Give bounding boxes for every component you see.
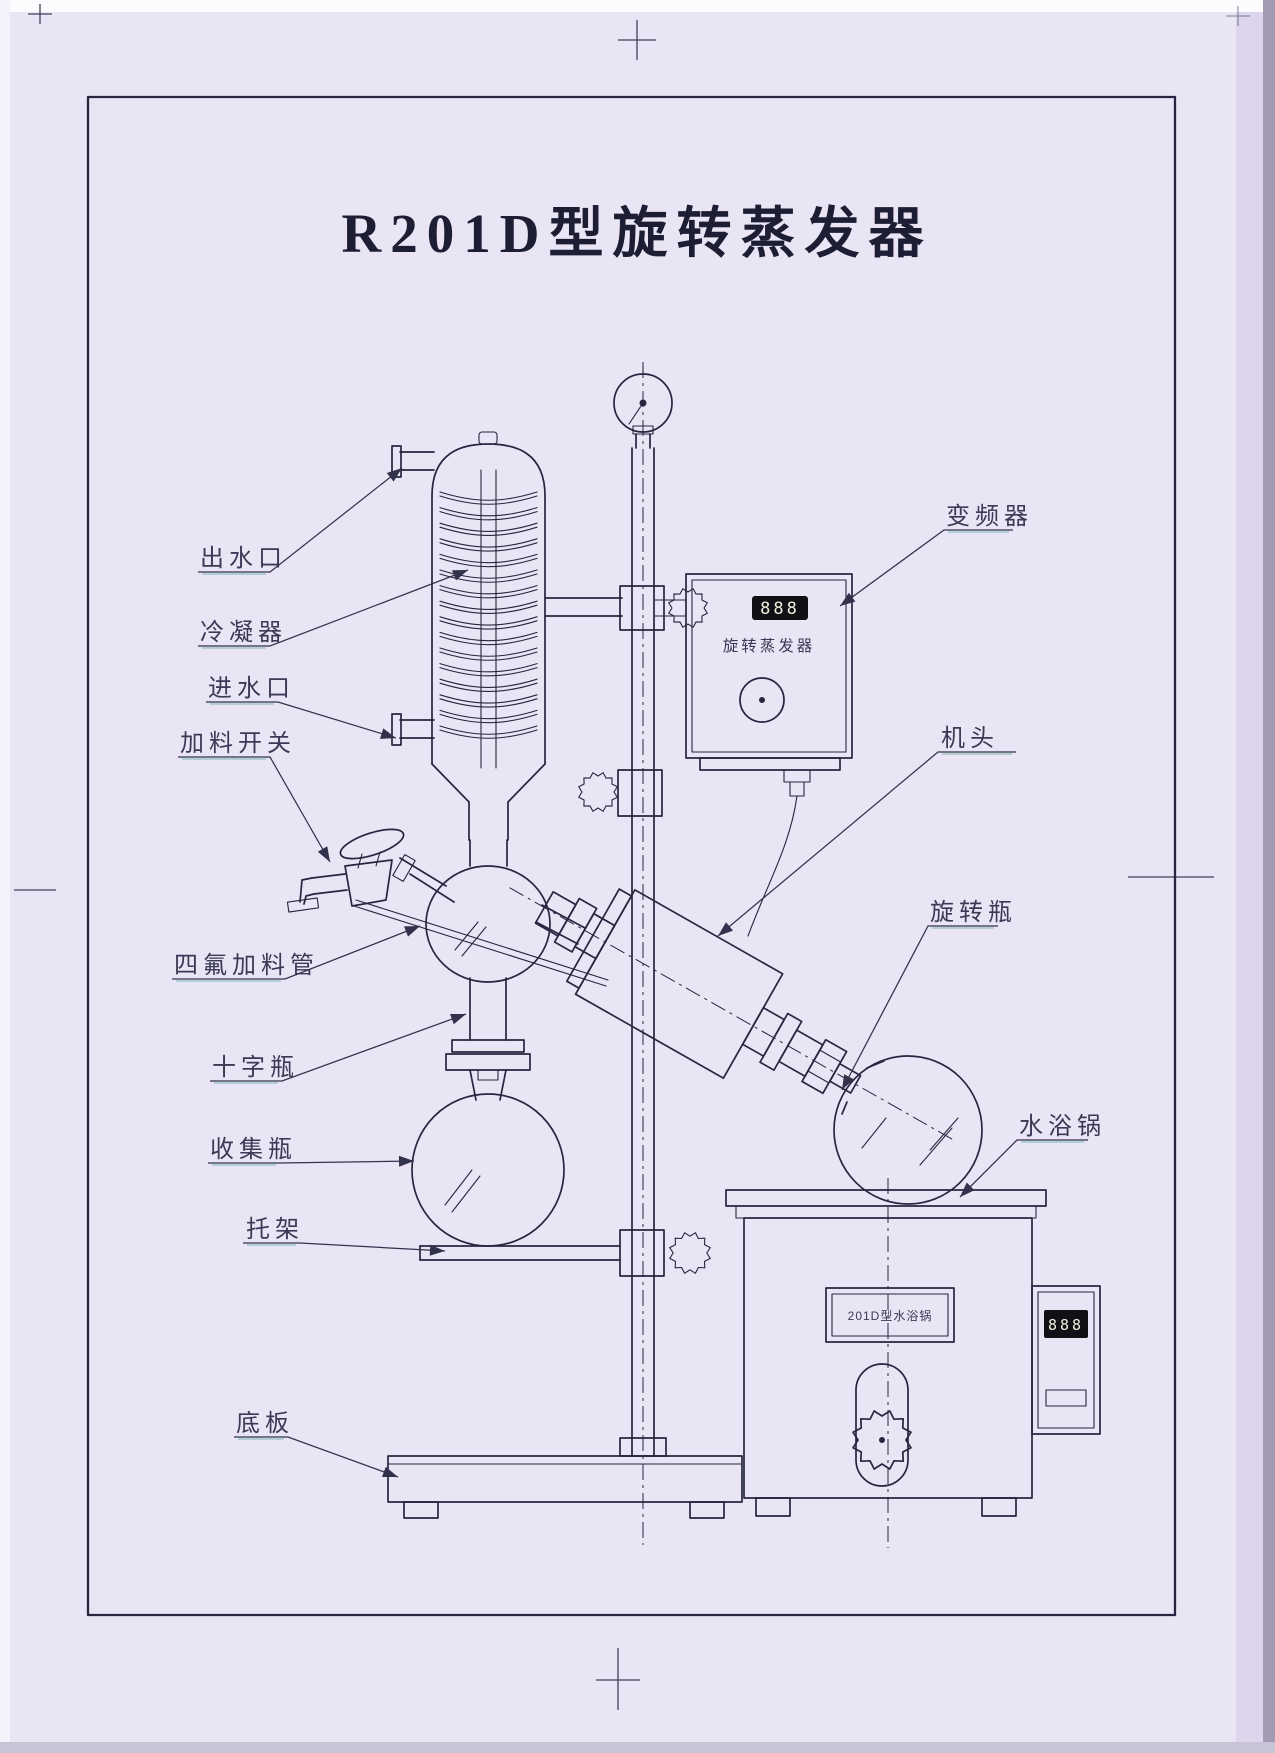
bath-name-plate (825, 1287, 955, 1343)
power-cable (747, 795, 798, 937)
bath-knob-icon (852, 1410, 912, 1470)
leader-arrow (380, 728, 396, 739)
inverter-display (752, 596, 808, 620)
inverter-display-digits: 888 (760, 599, 800, 619)
leader-arrow (404, 926, 420, 937)
machine-head (509, 887, 954, 1141)
label-feed-switch: 加料开关 (180, 730, 296, 757)
label-base-plate: 底板 (236, 1410, 294, 1437)
page-fold-shade (1236, 0, 1266, 1753)
inverter-knob (739, 677, 785, 723)
label-water-bath: 水浴锅 (1019, 1113, 1106, 1140)
condenser-coil (391, 431, 546, 841)
bath-plate-text: 201D型水浴锅 (848, 1308, 933, 1323)
bath-knob-slot (855, 1363, 909, 1487)
leader-arrow (718, 922, 733, 936)
callout-labels: 出水口 冷凝器 进水口 加料开关 四氟加料管 十字瓶 收集瓶 托架 底板 变频器… (172, 467, 1106, 1478)
leader-arrow (452, 570, 468, 581)
page-title: R201D型旋转蒸发器 (342, 203, 933, 264)
inverter-control-box: 888 旋转蒸发器 (685, 573, 853, 937)
scan-edge-top (0, 0, 1275, 12)
label-inverter: 变频器 (946, 503, 1033, 530)
clamp-knob-icon (669, 1232, 711, 1274)
scan-edge-bottom (0, 1742, 1275, 1753)
ptfe-feed-tube (353, 899, 609, 987)
inverter-device-name: 旋转蒸发器 (723, 637, 816, 655)
rotary-flask (833, 1055, 983, 1205)
leader-arrow (960, 1182, 975, 1197)
bath-controller (1031, 1285, 1101, 1435)
label-ptfe-feed-tube: 四氟加料管 (174, 952, 319, 979)
label-collect-flask: 收集瓶 (210, 1136, 297, 1163)
bath-display-digits: 888 (1048, 1316, 1084, 1334)
pressure-gauge (613, 365, 673, 449)
label-inlet: 进水口 (208, 675, 295, 702)
leader-arrow (382, 1466, 398, 1477)
feed-valve (286, 828, 416, 913)
leader-arrow (398, 1155, 414, 1167)
leader-arrow (386, 468, 402, 482)
coil-spiral (439, 491, 538, 739)
flask-bracket (419, 1229, 711, 1277)
drawing-frame (86, 95, 1177, 1617)
label-head: 机头 (941, 725, 999, 752)
clamp-knob-icon (668, 588, 708, 628)
leader-arrow (842, 1074, 854, 1090)
base-plate (387, 1455, 743, 1519)
label-condenser: 冷凝器 (200, 619, 287, 646)
label-bracket: 托架 (246, 1216, 304, 1243)
registration-marks (14, 4, 1250, 1710)
label-cross-bottle: 十字瓶 (212, 1054, 299, 1081)
leader-arrow (450, 1014, 466, 1025)
scan-edge-right (1263, 0, 1275, 1753)
cross-bottle (399, 839, 586, 1081)
label-rotary-flask: 旋转瓶 (930, 899, 1017, 926)
scan-edge-left (0, 0, 10, 1753)
clamp-knob-icon (578, 772, 618, 812)
water-bath-pot: 201D型水浴锅 888 (725, 1178, 1101, 1548)
condenser-clamp-arm (544, 585, 708, 631)
leader-arrow (317, 846, 330, 862)
mid-pole-clamp (578, 769, 663, 817)
leader-arrow (840, 592, 856, 606)
leader-arrow (429, 1244, 445, 1256)
bath-display (1044, 1310, 1088, 1338)
label-outlet: 出水口 (200, 545, 287, 572)
